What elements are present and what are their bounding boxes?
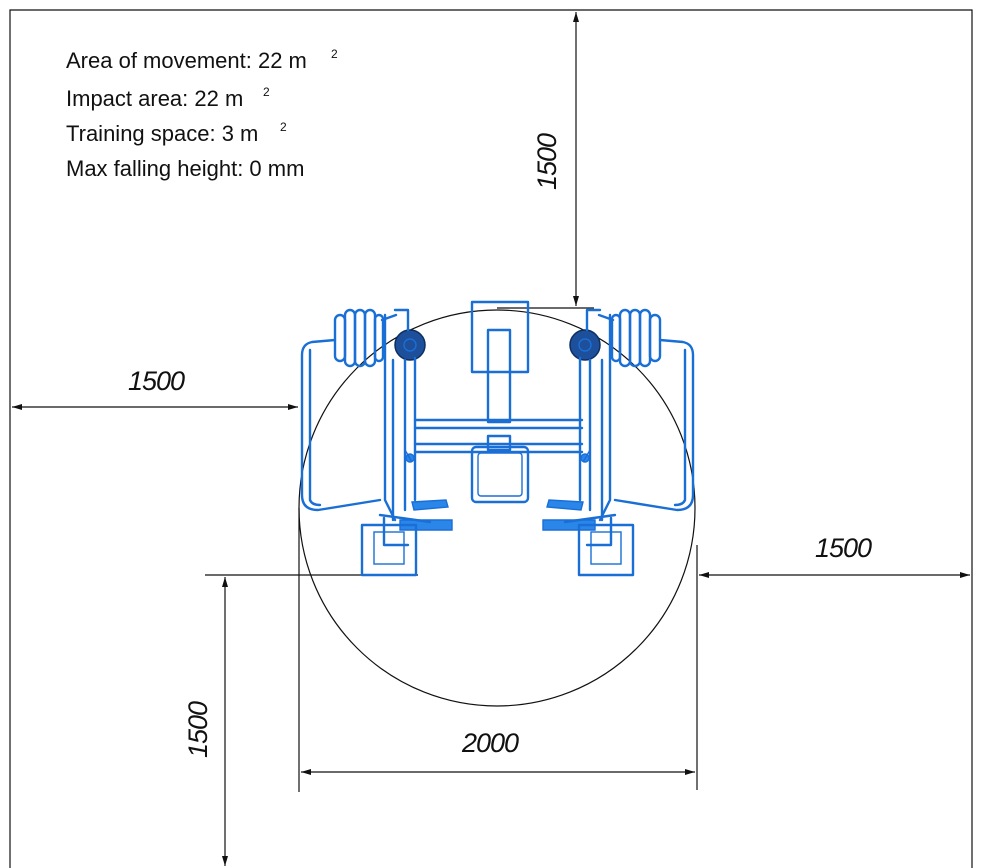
dimension-top: 1500 <box>497 11 594 309</box>
handle-right-upper <box>546 499 584 511</box>
footrest-right <box>577 523 635 577</box>
weight-plates-left-icon <box>333 308 385 368</box>
dimension-bottom-left: 1500 <box>183 574 418 866</box>
max-falling-height-label: Max falling height: 0 mm <box>66 156 304 181</box>
area-of-movement-sup: 2 <box>331 47 338 61</box>
dimension-top-label: 1500 <box>532 133 562 190</box>
weight-plates-right-icon <box>610 308 662 368</box>
equipment-center <box>413 300 584 504</box>
handle-right-lower <box>542 519 596 531</box>
dimension-bottom-left-label: 1500 <box>183 701 213 758</box>
dimension-right-label: 1500 <box>815 533 872 563</box>
impact-area-circle <box>298 309 696 707</box>
training-space-label: Training space: 3 m <box>66 121 258 146</box>
impact-area-sup: 2 <box>263 85 270 99</box>
pulley-left-icon <box>394 329 426 361</box>
dimension-left: 1500 <box>12 366 298 410</box>
equipment-right-half <box>542 308 695 577</box>
seat <box>470 445 530 504</box>
info-block: Area of movement: 22 m 2 Impact area: 22… <box>66 47 338 181</box>
area-of-movement-label: Area of movement: 22 m <box>66 48 307 73</box>
handle-left-upper <box>411 499 449 511</box>
dimension-left-label: 1500 <box>128 366 185 396</box>
dimension-width: 2000 <box>298 508 695 792</box>
handle-left-lower <box>399 519 453 531</box>
dimension-width-label: 2000 <box>461 728 519 758</box>
backrest <box>470 300 530 374</box>
dimension-right: 1500 <box>696 533 970 790</box>
training-space-sup: 2 <box>280 120 287 134</box>
impact-area-label: Impact area: 22 m <box>66 86 243 111</box>
fitness-equipment <box>300 300 695 577</box>
footrest-left <box>360 523 418 577</box>
equipment-left-half <box>300 308 453 577</box>
pulley-right-icon <box>569 329 601 361</box>
area-border <box>9 9 973 868</box>
